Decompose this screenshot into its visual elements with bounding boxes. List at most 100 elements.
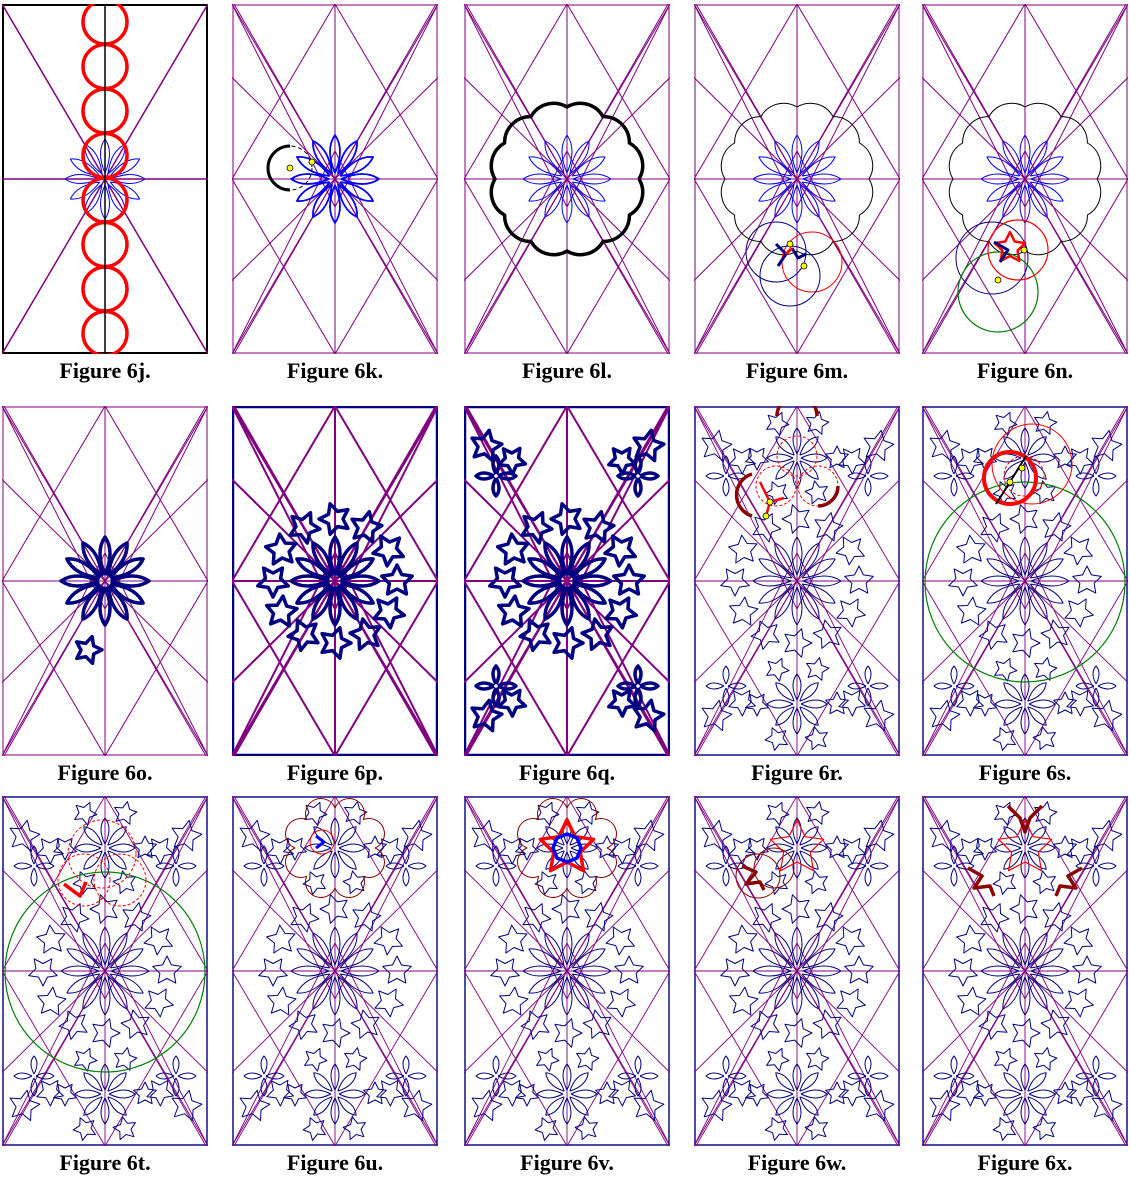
ring-star <box>1040 1009 1070 1039</box>
ring-star <box>112 870 136 895</box>
ring-star <box>978 620 1008 650</box>
highlight-arc <box>775 406 819 417</box>
construction-line <box>334 796 438 972</box>
construction-line <box>2 869 208 1073</box>
ring-star <box>344 801 368 825</box>
ring-star <box>522 903 552 933</box>
corner-star <box>9 1089 41 1122</box>
ring-star <box>554 1018 583 1048</box>
corner-star <box>728 1079 756 1107</box>
ring-star <box>288 1010 318 1040</box>
ring-star <box>302 1117 326 1141</box>
ring-star <box>348 617 382 652</box>
construction-line <box>922 178 1026 354</box>
ring-star <box>992 871 1016 895</box>
corner-star <box>956 837 984 865</box>
highlight-segment <box>993 240 1010 263</box>
ring-star <box>490 958 520 987</box>
ring-star <box>286 618 320 653</box>
corner-petals <box>847 665 889 707</box>
ring-star <box>283 1083 307 1107</box>
corner-petals <box>475 845 517 887</box>
ring-star <box>745 837 769 861</box>
ring-star <box>764 871 788 895</box>
construction-line <box>232 178 336 354</box>
ring-star <box>766 801 790 826</box>
ring-star <box>488 566 522 599</box>
figure-6x-drawing <box>922 796 1128 1146</box>
ring-star <box>114 1047 138 1071</box>
construction-line <box>796 150 900 354</box>
highlight-segment <box>315 834 326 850</box>
corner-star <box>608 837 636 865</box>
corner-petals <box>1075 1055 1117 1097</box>
ring-star <box>120 1009 150 1039</box>
figure-6s-caption: Figure 6s. <box>978 760 1072 785</box>
highlight-segment <box>1054 866 1083 897</box>
construction-line <box>566 796 670 972</box>
ring-star <box>720 958 750 987</box>
construction-line <box>566 4 670 180</box>
figure-6p-drawing <box>232 406 438 756</box>
figure-6k-caption: Figure 6k. <box>286 358 384 383</box>
ring-star <box>1032 726 1056 751</box>
corner-star <box>171 819 203 852</box>
figure-6x-panel <box>922 796 1128 1146</box>
corner-star <box>632 698 666 733</box>
guide-circle <box>4 871 206 1073</box>
figure-6x: Figure 6x. <box>920 794 1130 1190</box>
ring-star <box>1034 801 1058 825</box>
construction-line <box>796 178 900 354</box>
ring-star <box>582 1009 612 1039</box>
corner-star <box>1066 837 1094 865</box>
construction-circle <box>991 423 1073 505</box>
corner-petals <box>13 1055 55 1097</box>
construction-star <box>769 819 825 872</box>
construction-line <box>922 796 1026 1000</box>
construction-line <box>232 869 438 1073</box>
corner-star <box>498 1079 526 1107</box>
petal-rosette <box>752 134 842 224</box>
corner-petals <box>155 1055 197 1097</box>
construction-point <box>308 158 316 166</box>
ring-star <box>344 1047 368 1071</box>
ring-star <box>612 563 646 596</box>
ring-star <box>992 727 1016 751</box>
corner-star <box>863 819 895 852</box>
construction-line <box>232 77 438 281</box>
ring-star <box>266 924 296 954</box>
ring-star <box>92 1018 121 1048</box>
ring-star <box>745 1083 769 1107</box>
ring-star <box>319 894 348 924</box>
ring-star <box>380 563 414 596</box>
ring-star <box>122 902 152 932</box>
figure-6k-drawing <box>232 4 438 354</box>
ring-star <box>74 801 98 826</box>
ring-star <box>1009 894 1038 924</box>
highlight-arc <box>266 144 291 192</box>
ring-star <box>956 534 986 564</box>
ring-star <box>836 598 866 628</box>
ring-star <box>804 1116 828 1141</box>
ring-star <box>520 510 554 545</box>
corner-star <box>929 429 961 462</box>
construction-line <box>796 4 900 208</box>
bottom-rosette <box>74 1063 136 1125</box>
corner-star <box>401 819 433 852</box>
corner-star <box>171 1089 203 1122</box>
ring-star <box>781 894 810 924</box>
ring-star <box>371 534 406 568</box>
construction-line <box>796 796 900 1000</box>
corner-star <box>956 1079 984 1107</box>
ring-star <box>515 1083 539 1107</box>
ring-star <box>1032 1116 1056 1141</box>
corner-star <box>376 1079 404 1107</box>
construction-line <box>334 580 438 756</box>
figure-6l-drawing <box>464 4 670 354</box>
corner-star <box>1066 1079 1094 1107</box>
construction-line <box>232 970 336 1146</box>
ring-star <box>1042 512 1072 542</box>
ring-star <box>496 594 531 628</box>
corner-star <box>266 837 294 865</box>
figure-6k: Figure 6k. <box>230 2 440 398</box>
